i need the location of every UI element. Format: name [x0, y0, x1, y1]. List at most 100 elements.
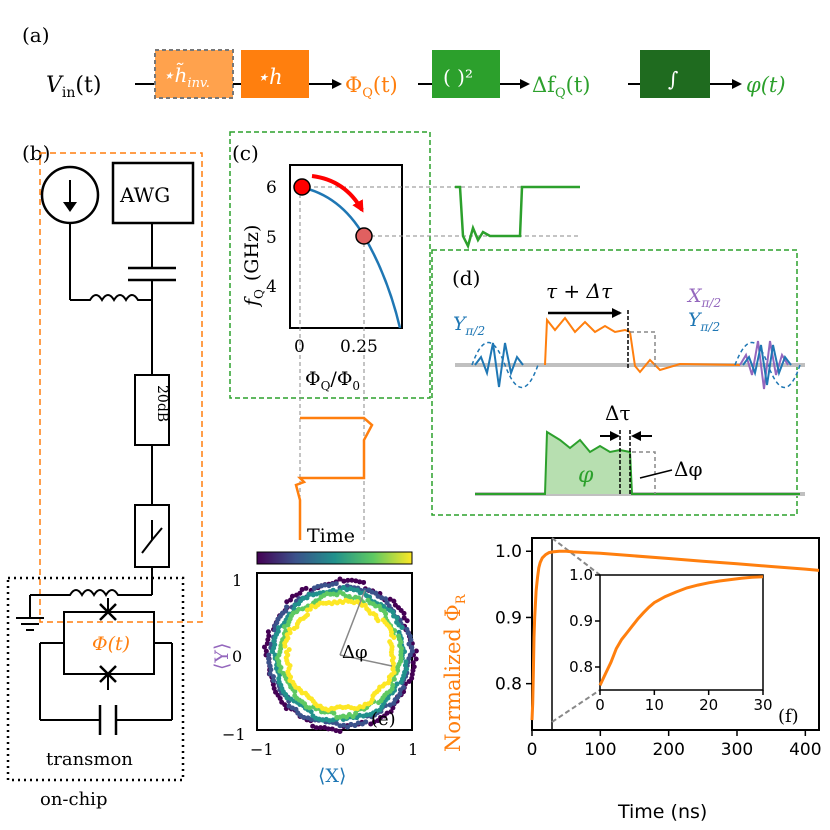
- iq-point: [261, 644, 267, 650]
- iq-xlabel: ⟨X⟩: [318, 765, 346, 787]
- room-temp-box: [39, 152, 203, 623]
- filter-icon: [141, 520, 163, 554]
- iq-point: [341, 578, 347, 584]
- iq-point: [383, 596, 389, 602]
- iq-point: [323, 716, 329, 722]
- iq-point: [359, 721, 365, 727]
- iq-point: [337, 728, 343, 734]
- pulse-envelope: [471, 342, 539, 388]
- delta-tau-label: Δτ: [605, 401, 631, 425]
- frequency-trace: [455, 185, 580, 250]
- inset-ytick: 1.0: [569, 566, 593, 584]
- iq-point: [266, 659, 272, 665]
- xtick: 0: [335, 740, 345, 759]
- ytick: 1: [232, 571, 242, 590]
- iq-point: [352, 722, 358, 728]
- iq-point: [394, 615, 400, 621]
- iq-point: [300, 595, 306, 601]
- ytick: 0.9: [495, 608, 522, 628]
- iq-point: [266, 633, 272, 639]
- iq-point: [284, 599, 290, 605]
- inset-ytick: 0.8: [569, 658, 593, 676]
- iq-point: [264, 640, 270, 646]
- iq-point: [373, 603, 379, 609]
- iq-point: [357, 590, 363, 596]
- iq-point: [397, 687, 403, 693]
- josephson-junction-icon: [99, 603, 117, 621]
- inset-series-line: [598, 575, 764, 687]
- iq-point: [383, 611, 389, 617]
- iq-point: [310, 713, 316, 719]
- iq-point: [370, 693, 376, 699]
- flux-label: Φ(t): [92, 633, 130, 655]
- xtick: 1: [408, 740, 418, 759]
- attenuator-label: 20dB: [154, 385, 170, 422]
- ytick: 5: [266, 228, 277, 248]
- integral-label: ∫: [668, 67, 678, 91]
- iq-point: [279, 699, 285, 705]
- iq-point: [345, 577, 351, 583]
- iq-point: [303, 585, 309, 591]
- iq-point: [341, 722, 347, 728]
- iq-point: [379, 595, 385, 601]
- iq-point: [375, 718, 381, 724]
- panel-d: (d) Yπ/2 τ + Δτ Xπ/2 Yπ/2 Δτ φ Δφ: [431, 249, 805, 516]
- main-series-line: [530, 549, 820, 721]
- main-xlabel: Time (ns): [617, 801, 707, 823]
- ytick: 0.8: [495, 675, 522, 695]
- main-ylabel: Normalized ΦR: [441, 593, 469, 752]
- x-pulse-label: Xπ/2: [686, 285, 721, 310]
- fq-plot-frame: [289, 164, 403, 329]
- iq-point: [391, 634, 397, 640]
- iq-point: [387, 702, 393, 708]
- iq-point: [390, 609, 396, 615]
- iq-point: [413, 648, 419, 654]
- iq-point: [353, 578, 359, 584]
- colorbar: [256, 551, 413, 565]
- iq-point: [271, 678, 277, 684]
- awg-label: AWG: [119, 183, 170, 207]
- iq-point: [306, 592, 312, 598]
- iq-point: [360, 713, 366, 719]
- iq-point: [322, 582, 328, 588]
- filter-label: ⋆h: [256, 65, 283, 89]
- iq-point: [265, 629, 271, 635]
- fq-xlabel: ΦQ/Φ0: [305, 368, 360, 393]
- square-box: [432, 50, 500, 98]
- panel-e: Δφ (e) 1 0 −1 −1 0 1 ⟨X⟩ ⟨Y⟩: [211, 551, 419, 787]
- iq-point: [399, 624, 405, 630]
- iq-point: [388, 649, 394, 655]
- iq-point: [315, 583, 321, 589]
- iq-point: [368, 721, 374, 727]
- iq-point: [375, 618, 381, 624]
- iq-point: [401, 610, 407, 616]
- panel-c-label: (c): [232, 141, 259, 165]
- panel-c: (c) 6 5 4 0 0.25 fQ(GHz) ΦQ/Φ0 Time: [229, 131, 580, 547]
- tuning-arrow: [311, 174, 364, 213]
- iq-point: [292, 693, 298, 699]
- phi-area-label: φ: [578, 463, 594, 488]
- flux-line: [30, 589, 152, 597]
- iq-point: [283, 608, 289, 614]
- iq-point: [283, 628, 289, 634]
- iq-point: [345, 724, 351, 730]
- iq-point: [406, 641, 412, 647]
- iq-point: [349, 577, 355, 583]
- iq-point: [388, 709, 394, 715]
- iq-point: [275, 628, 281, 634]
- panel-f-label: (f): [778, 706, 799, 727]
- integral-box: [640, 50, 710, 98]
- iq-point: [289, 593, 295, 599]
- xtick: 0.25: [340, 337, 378, 357]
- iq-point: [404, 618, 410, 624]
- iq-ylabel: ⟨Y⟩: [211, 643, 233, 670]
- iq-point: [267, 671, 273, 677]
- inset-xtick: 10: [645, 696, 664, 714]
- y-pulse-label-left: Yπ/2: [453, 313, 485, 338]
- start-point: [293, 178, 311, 196]
- inset-xtick: 30: [753, 696, 772, 714]
- attenuator-box: [134, 374, 170, 446]
- panel-b-label: (b): [22, 141, 50, 165]
